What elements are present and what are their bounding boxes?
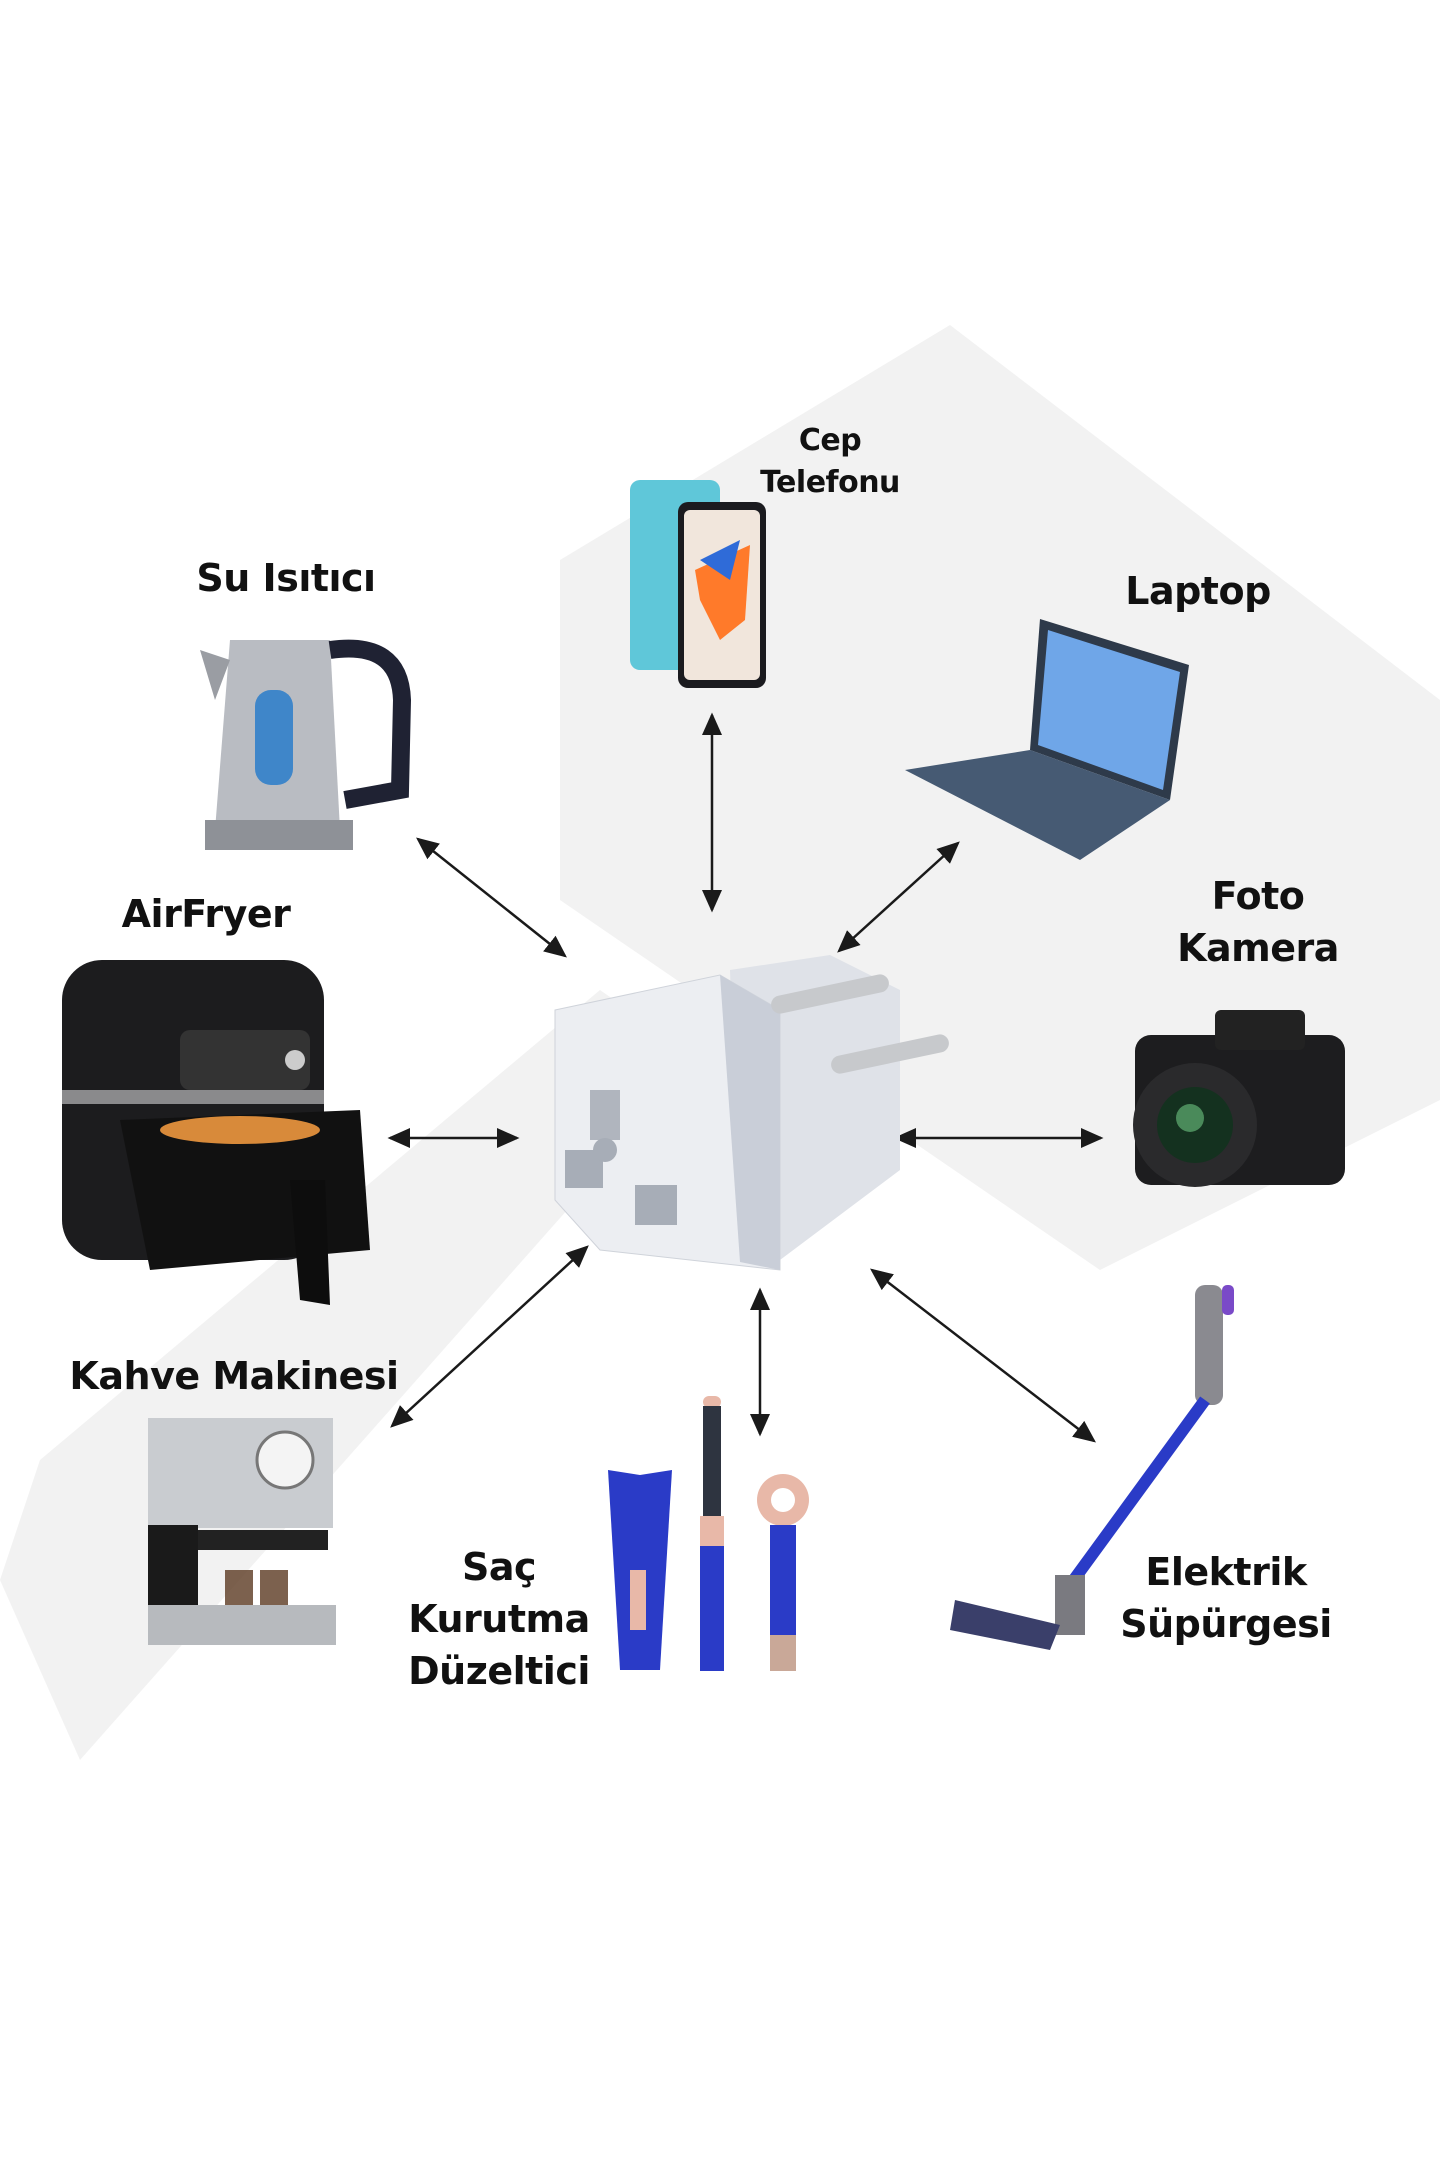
phone-image: [630, 480, 766, 688]
label-laptop: Laptop: [1125, 569, 1271, 613]
label-hair: Saç Kurutma Düzeltici: [408, 1541, 590, 1697]
airfryer-image: [62, 960, 370, 1305]
arrow-laptop: [837, 841, 960, 953]
arrow-kettle: [416, 837, 567, 958]
label-vacuum: Elektrik Süpürgesi: [1120, 1546, 1332, 1650]
label-hair-line2: Kurutma: [408, 1597, 590, 1641]
label-camera-line2: Kamera: [1177, 926, 1339, 970]
kettle-image: [200, 639, 412, 850]
camera-image: [1133, 1010, 1345, 1187]
connection-arrows: [387, 712, 1104, 1443]
label-hair-line1: Saç: [461, 1545, 537, 1589]
hair-tools-image: [608, 1396, 809, 1671]
label-airfryer: AirFryer: [121, 892, 291, 936]
label-vacuum-line2: Süpürgesi: [1120, 1602, 1332, 1646]
laptop-image: [905, 619, 1189, 860]
label-kettle: Su Isıtıcı: [196, 556, 376, 600]
label-phone-line1: Cep: [798, 423, 862, 458]
vacuum-image: [950, 1285, 1234, 1650]
arrow-vacuum: [870, 1268, 1096, 1443]
label-camera: Foto Kamera: [1177, 870, 1339, 974]
coffee-machine-image: [148, 1418, 336, 1645]
label-camera-line1: Foto: [1211, 874, 1305, 918]
label-phone-line2: Telefonu: [760, 465, 900, 500]
label-vacuum-line1: Elektrik: [1145, 1550, 1307, 1594]
label-coffee: Kahve Makinesi: [69, 1354, 399, 1398]
label-hair-line3: Düzeltici: [408, 1649, 590, 1693]
plug-adapter-image: [554, 955, 949, 1271]
label-phone: Cep Telefonu: [760, 420, 900, 504]
arrow-coffee: [390, 1245, 589, 1428]
